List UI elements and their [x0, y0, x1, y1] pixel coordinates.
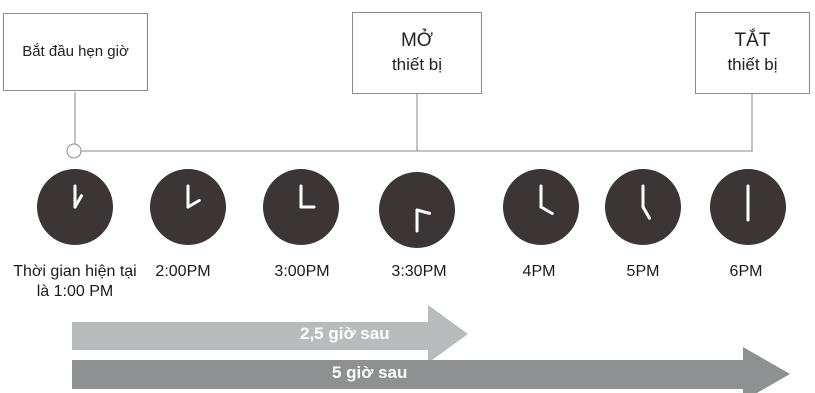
clock-label-current-line1: Thời gian hiện tại [13, 263, 137, 280]
short-duration-arrow [72, 305, 468, 363]
clock-label-330pm: 3:30PM [391, 263, 447, 280]
clock-7 [710, 169, 786, 245]
long-duration-label: 5 giờ sau [332, 363, 408, 382]
device-off-title: TẮT [734, 30, 771, 51]
clock-label-6pm: 6PM [729, 263, 763, 280]
device-off-box: TẮT thiết bị [695, 12, 810, 94]
start-marker-circle [66, 143, 82, 159]
short-duration-label: 2,5 giờ sau [300, 324, 390, 343]
clock-5 [503, 169, 579, 245]
hour-hand [415, 208, 432, 215]
long-duration-arrow [72, 347, 790, 393]
hour-hand [186, 199, 201, 209]
device-on-title: MỞ [400, 30, 434, 51]
clock-label-4pm: 4PM [522, 263, 556, 280]
hour-hand [641, 205, 651, 220]
clock-2 [150, 169, 226, 245]
clock-6 [605, 169, 681, 245]
clock-3 [263, 169, 339, 245]
clock-1 [37, 169, 113, 245]
device-on-box: MỞ thiết bị [352, 12, 482, 94]
start-timer-label: Bắt đầu hẹn giờ [22, 43, 129, 60]
clock-4 [379, 172, 455, 248]
start-timer-box: Bắt đầu hẹn giờ [3, 13, 148, 91]
hour-hand [73, 194, 83, 209]
clock-label-3pm: 3:00PM [274, 263, 330, 280]
device-off-subtitle: thiết bị [727, 55, 778, 74]
clock-label-5pm: 5PM [626, 263, 660, 280]
clock-label-2pm: 2:00PM [155, 263, 211, 280]
hour-hand [539, 205, 554, 215]
clock-label-current-line2: là 1:00 PM [36, 283, 114, 300]
device-on-subtitle: thiết bị [391, 55, 443, 74]
clock-label-current: Thời gian hiện tại là 1:00 PM [10, 262, 140, 302]
